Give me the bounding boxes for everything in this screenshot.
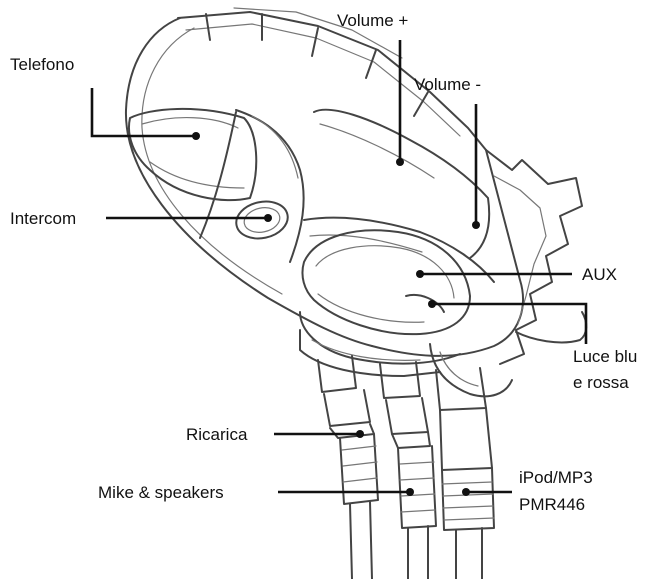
- cable-ipod: [435, 367, 495, 579]
- volume-plus-pointer-dot: [396, 158, 404, 166]
- label-ipod-line2: PMR446: [519, 495, 585, 514]
- intercom-button: [235, 200, 289, 240]
- label-aux: AUX: [582, 265, 617, 284]
- side-clamp: [485, 149, 588, 365]
- cable-ricarica: [317, 355, 379, 579]
- mike-pointer-dot: [406, 488, 414, 496]
- label-luce-line1: Luce blu: [573, 347, 637, 366]
- callout-lines: [90, 40, 588, 496]
- telefono-leader: [90, 88, 196, 138]
- band-panels: [199, 108, 495, 283]
- front-lower-oval: [301, 229, 471, 336]
- intercom-pointer-dot: [264, 214, 272, 222]
- volume-minus-pointer-dot: [472, 221, 480, 229]
- label-luce-line2: e rossa: [573, 373, 629, 392]
- telefono-pointer-dot: [192, 132, 200, 140]
- ricarica-pointer-dot: [356, 430, 364, 438]
- ipod-pointer-dot: [462, 488, 470, 496]
- aux-pointer-dot: [416, 270, 424, 278]
- label-ipod-line1: iPod/MP3: [519, 468, 593, 487]
- telefono-panel: [128, 107, 258, 202]
- luce-pointer-dot: [428, 300, 436, 308]
- label-ricarica: Ricarica: [186, 425, 248, 444]
- top-ridge: [177, 7, 487, 151]
- luce-leader: [432, 302, 588, 344]
- label-telefono: Telefono: [10, 55, 74, 74]
- label-volume-minus: Volume -: [414, 75, 481, 94]
- label-mike-speakers: Mike & speakers: [98, 483, 224, 502]
- callout-labels: Telefono Volume + Volume - Intercom AUX …: [10, 11, 637, 514]
- main-shell: [124, 17, 524, 357]
- label-intercom: Intercom: [10, 209, 76, 228]
- cable-mike: [379, 361, 437, 579]
- label-volume-plus: Volume +: [337, 11, 408, 30]
